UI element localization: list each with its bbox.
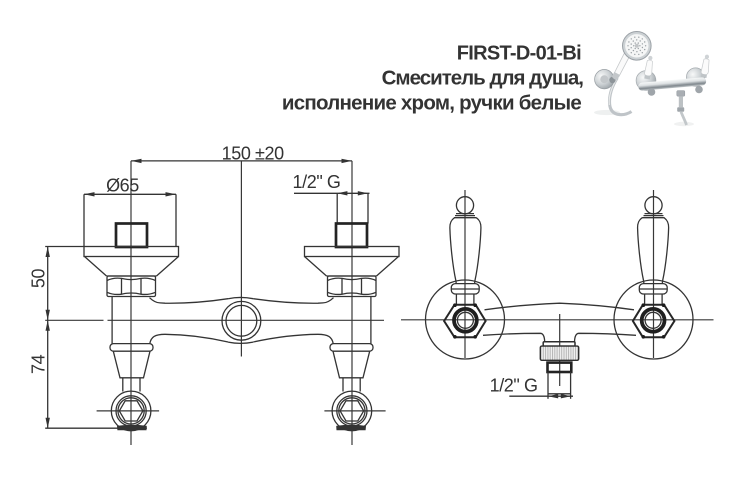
svg-text:1/2" G: 1/2" G bbox=[490, 376, 538, 396]
svg-text:FIRST-D-01-Bi: FIRST-D-01-Bi bbox=[457, 43, 581, 65]
svg-text:74: 74 bbox=[29, 354, 49, 374]
svg-text:50: 50 bbox=[29, 269, 49, 289]
svg-text:Смеситель для душа,: Смеситель для душа, bbox=[382, 67, 584, 90]
svg-text:1/2" G: 1/2" G bbox=[293, 172, 341, 192]
svg-text:исполнение хром, ручки белые: исполнение хром, ручки белые bbox=[282, 92, 581, 115]
svg-text:Ø65: Ø65 bbox=[106, 176, 139, 196]
svg-text:150 ±20: 150 ±20 bbox=[222, 143, 285, 163]
